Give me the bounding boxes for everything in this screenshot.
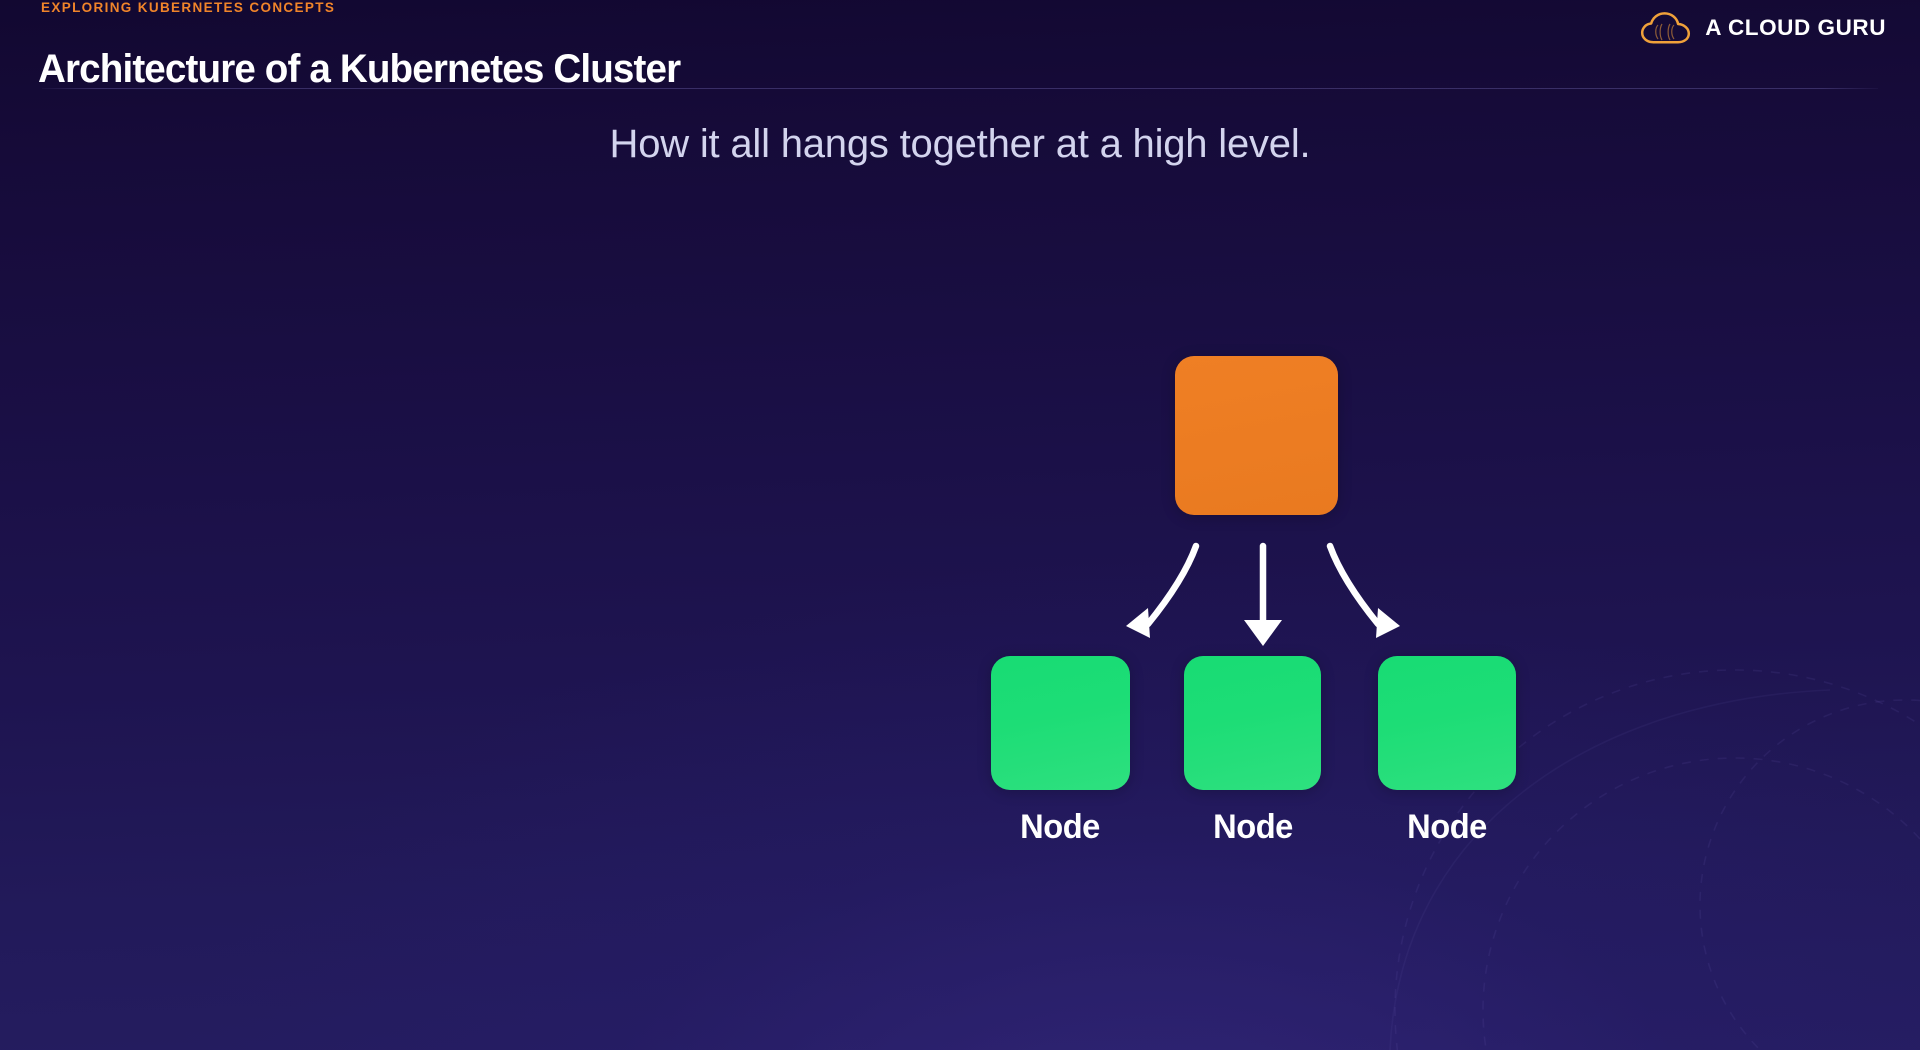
node-label: Node <box>1407 808 1487 846</box>
cloud-outline-icon <box>1640 11 1692 45</box>
eyebrow-label: EXPLORING KUBERNETES CONCEPTS <box>41 0 336 15</box>
control-plane-box <box>1175 356 1338 515</box>
page-title: Architecture of a Kubernetes Cluster <box>38 46 681 91</box>
slide-header: EXPLORING KUBERNETES CONCEPTS Architectu… <box>0 0 1920 108</box>
node-box <box>1184 656 1321 790</box>
connector-arrow-center <box>1244 542 1282 646</box>
node-box <box>1378 656 1516 790</box>
header-divider <box>42 88 1878 89</box>
connector-arrow-left <box>1126 542 1200 638</box>
connector-arrow-right <box>1326 542 1400 638</box>
node-label: Node <box>1213 808 1293 846</box>
slide-subtitle: How it all hangs together at a high leve… <box>609 122 1311 166</box>
brand-logo: A CLOUD GURU <box>1640 7 1886 49</box>
node-label: Node <box>1020 808 1100 846</box>
node-box <box>991 656 1130 790</box>
brand-name: A CLOUD GURU <box>1705 15 1886 40</box>
